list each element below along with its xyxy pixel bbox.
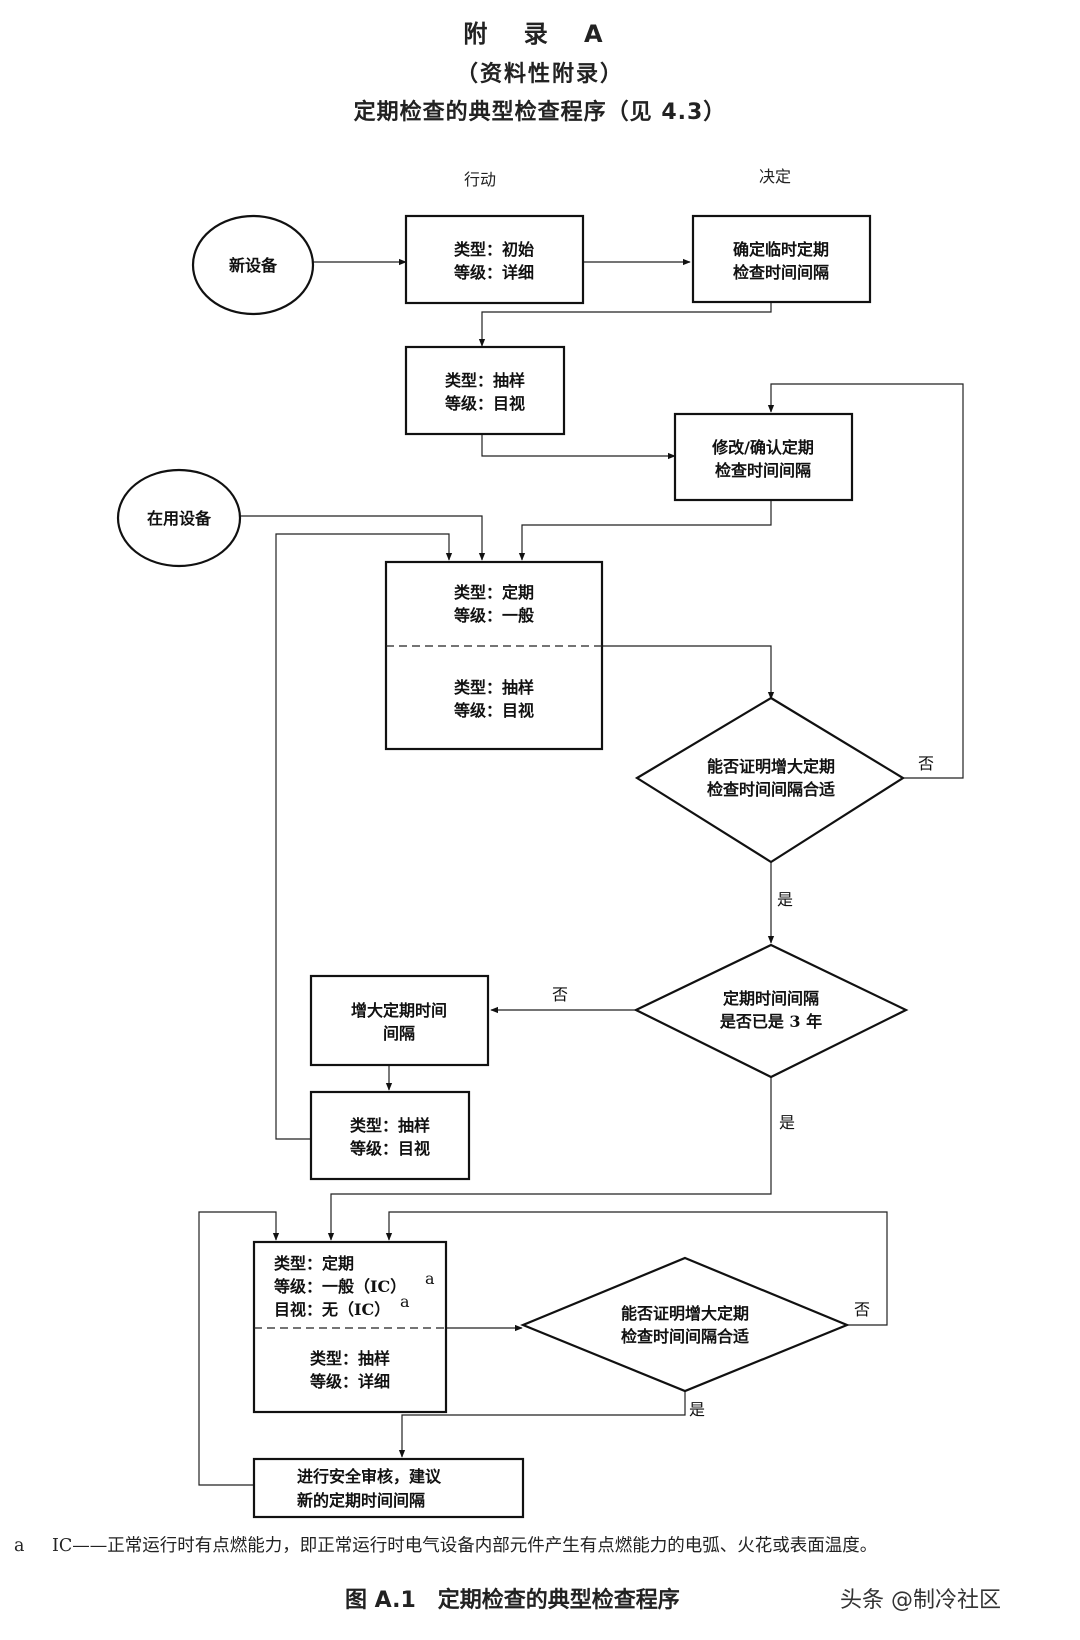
modify-line1: 修改/确认定期 (711, 438, 814, 457)
new-equipment-label: 新设备 (229, 256, 278, 275)
node-sample-visual-2: 类型：抽样 等级：目视 (309, 1090, 471, 1181)
watermark: 头条 @制冷社区 (840, 1588, 1001, 1613)
column-decision: 决定 (759, 167, 791, 186)
ic-sup-2: a (400, 1292, 410, 1311)
interim-line2: 检查时间间隔 (733, 263, 829, 282)
node-decision-three-years: 定期时间间隔 是否已是 3 年 (633, 943, 909, 1079)
arrow-decision3-yes (398, 1391, 686, 1458)
ic-line4: 类型：抽样 (310, 1349, 390, 1368)
modify-line2: 检查时间间隔 (715, 461, 811, 480)
decision3-yes-label: 是 (689, 1400, 705, 1419)
appendix-nature: （资料性附录） (455, 62, 624, 87)
arrow-decision1-no-loop (767, 383, 964, 779)
decision2-line2: 是否已是 3 年 (719, 1012, 822, 1031)
review-line2: 新的定期时间间隔 (297, 1491, 425, 1510)
decision1-no-label: 否 (918, 754, 934, 773)
decision1-yes-label: 是 (777, 890, 793, 909)
decision2-line1: 定期时间间隔 (722, 989, 819, 1008)
node-modify-confirm: 修改/确认定期 检查时间间隔 (673, 412, 854, 502)
ic-line5: 等级：详细 (309, 1372, 390, 1391)
periodic-line4: 等级：目视 (453, 701, 534, 720)
arrow-interim-to-sample (478, 302, 772, 347)
decision2-yes-label: 是 (779, 1113, 795, 1132)
ic-line3: 目视：无（IC） (274, 1300, 390, 1319)
in-use-label: 在用设备 (147, 509, 212, 528)
arrow-decision2-yes (327, 1077, 772, 1241)
initial-line1: 类型：初始 (454, 240, 534, 259)
node-interim-interval: 确定临时定期 检查时间间隔 (691, 214, 872, 304)
interim-line1: 确定临时定期 (733, 240, 829, 259)
arrow-decision3-no-loop (385, 1211, 888, 1326)
node-sample-visual-1: 类型：抽样 等级：目视 (404, 345, 566, 436)
decision2-no-label: 否 (552, 985, 568, 1004)
footnote-marker: a (14, 1536, 25, 1556)
decision3-line2: 检查时间间隔合适 (621, 1327, 749, 1346)
node-new-equipment: 新设备 (191, 214, 315, 316)
column-action: 行动 (464, 170, 496, 189)
node-safety-review: 进行安全审核，建议 新的定期时间间隔 (252, 1457, 525, 1519)
decision3-line1: 能否证明增大定期 (621, 1304, 749, 1323)
sample2-line1: 类型：抽样 (350, 1116, 430, 1135)
appendix-title: 定期检查的典型检查程序（见 4.3） (353, 100, 727, 125)
ic-line1: 类型：定期 (274, 1254, 354, 1273)
sample2-line2: 等级：目视 (349, 1139, 430, 1158)
review-line1: 进行安全审核，建议 (297, 1467, 442, 1486)
node-periodic-general: 类型：定期 等级：一般 类型：抽样 等级：目视 (384, 560, 604, 751)
increase-line1: 增大定期时间 (351, 1001, 447, 1020)
sample1-line1: 类型：抽样 (445, 371, 525, 390)
periodic-line2: 等级：一般 (453, 606, 534, 625)
arrow-review-loop (198, 1211, 280, 1486)
initial-line2: 等级：详细 (453, 263, 534, 282)
ic-sup-1: a (425, 1269, 435, 1288)
ic-line2: 等级：一般（IC） (273, 1277, 406, 1296)
periodic-line3: 类型：抽样 (454, 678, 534, 697)
decision3-no-label: 否 (854, 1300, 870, 1319)
connectors (198, 258, 964, 1486)
arrow-sample2-loop (275, 533, 453, 1140)
arrow-sample-to-modify (481, 435, 676, 460)
sample1-line2: 等级：目视 (444, 394, 525, 413)
arrow-modify-to-periodic (518, 500, 772, 561)
increase-line2: 间隔 (383, 1024, 415, 1043)
node-decision-justify-1: 能否证明增大定期 检查时间间隔合适 (634, 696, 906, 864)
decision1-line2: 检查时间间隔合适 (707, 780, 835, 799)
figure-caption: 图 A.1 定期检查的典型检查程序 (345, 1588, 680, 1613)
node-decision-justify-2: 能否证明增大定期 检查时间间隔合适 (520, 1256, 850, 1393)
footnote: a IC——正常运行时有点燃能力，即正常运行时电气设备内部元件产生有点燃能力的电弧… (14, 1532, 1074, 1557)
node-initial-detailed: 类型：初始 等级：详细 (404, 214, 585, 305)
footnote-text: IC——正常运行时有点燃能力，即正常运行时电气设备内部元件产生有点燃能力的电弧、… (52, 1536, 878, 1556)
appendix-heading: 附 录 A (463, 20, 617, 48)
node-periodic-ic: 类型：定期 等级：一般（IC） a 目视：无（IC） a 类型：抽样 等级：详细 (252, 1240, 448, 1414)
decision1-line1: 能否证明增大定期 (707, 757, 835, 776)
arrow-periodic-to-decision1 (602, 645, 775, 700)
arrow-inuse-to-periodic (240, 515, 486, 561)
node-increase-interval: 增大定期时间 间隔 (309, 974, 490, 1067)
node-in-use-equipment: 在用设备 (116, 468, 242, 568)
periodic-line1: 类型：定期 (454, 583, 534, 602)
